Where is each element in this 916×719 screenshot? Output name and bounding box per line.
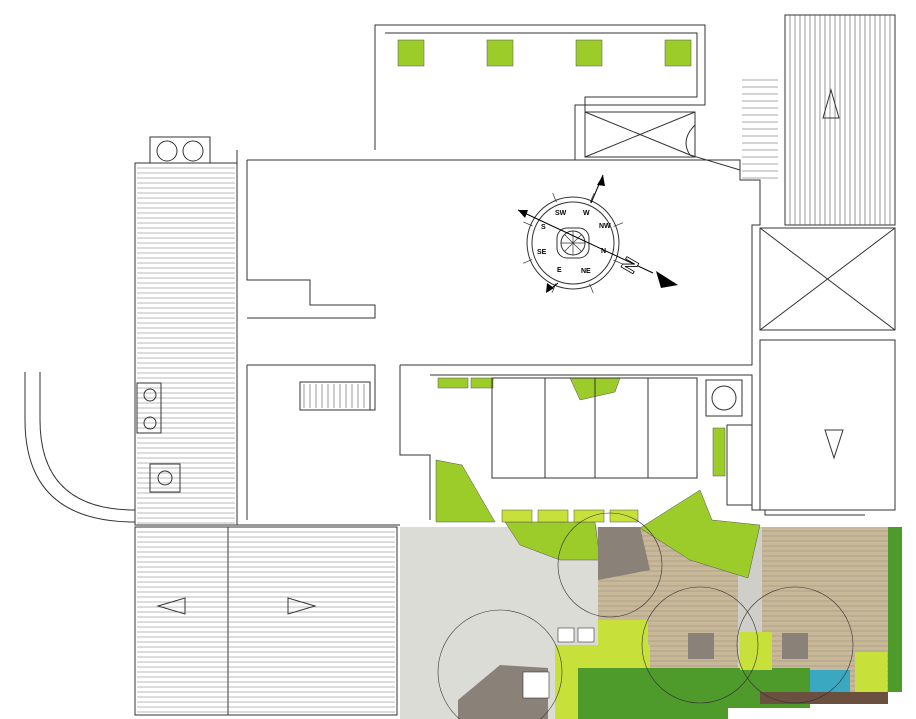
left-deck — [134, 136, 398, 716]
compass-label: NE — [581, 268, 591, 275]
paved-pad — [598, 527, 650, 580]
compass-label: N — [601, 248, 606, 255]
water-feature — [810, 670, 850, 695]
north-label: N — [617, 254, 643, 278]
compass-label: W — [583, 210, 590, 217]
hatch-line — [589, 193, 595, 203]
compass-label: SW — [555, 210, 567, 217]
hatch-line — [613, 222, 624, 227]
compass-label: NW — [599, 223, 611, 230]
hatch-line — [589, 283, 594, 294]
hatch-line — [613, 259, 623, 265]
house-walls — [236, 14, 896, 526]
green-planting — [435, 377, 761, 579]
north-arrow-icon — [656, 271, 678, 288]
hatch-line — [564, 234, 582, 252]
hatch-line — [523, 221, 533, 227]
rooftop-planters — [397, 39, 692, 67]
curb — [24, 372, 136, 523]
tree-canopies — [437, 512, 854, 719]
compass-label: S — [541, 224, 546, 231]
step — [760, 692, 888, 704]
hatch-line — [552, 192, 557, 203]
compass-rose: SW W NW N NE E SE S N — [517, 174, 678, 294]
compass-label: E — [557, 267, 562, 274]
hedge — [888, 527, 902, 692]
compass-label: SE — [537, 249, 547, 256]
hatch-line — [522, 259, 533, 264]
